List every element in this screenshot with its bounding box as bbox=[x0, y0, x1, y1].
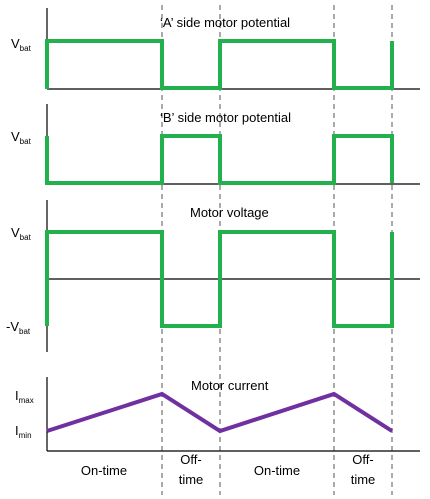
panel-b-ylabel: Vbat bbox=[11, 129, 32, 146]
current-ylabel-min: Imin bbox=[15, 423, 32, 440]
phase-label-off2-line1: Off- bbox=[352, 452, 373, 467]
phase-labels: On-time Off- time On-time Off- time bbox=[81, 452, 375, 487]
voltage-title: Motor voltage bbox=[190, 205, 269, 220]
current-ylabel-max: Imax bbox=[15, 388, 34, 405]
voltage-ylabel-bottom: -Vbat bbox=[6, 319, 31, 336]
panel-motor-voltage: Motor voltage Vbat -Vbat bbox=[6, 200, 420, 352]
phase-label-off2-line2: time bbox=[351, 472, 376, 487]
panel-b-side-potential: ‘B’ side motor potential Vbat bbox=[11, 104, 420, 185]
voltage-waveform bbox=[45, 230, 394, 328]
panel-a-ylabel: Vbat bbox=[11, 36, 32, 53]
phase-label-on1: On-time bbox=[81, 463, 127, 478]
phase-label-off1-line1: Off- bbox=[180, 452, 201, 467]
panel-b-title: ‘B’ side motor potential bbox=[160, 110, 291, 125]
phase-label-off1-line2: time bbox=[179, 472, 204, 487]
panel-a-waveform bbox=[45, 39, 394, 90]
phase-label-on2: On-time bbox=[254, 463, 300, 478]
voltage-ylabel-top: Vbat bbox=[11, 225, 32, 242]
panel-b-waveform bbox=[45, 134, 394, 185]
panel-a-title: ‘A’ side motor potential bbox=[160, 15, 290, 30]
panel-motor-current: Motor current Imax Imin bbox=[15, 377, 420, 452]
panel-a-side-potential: ‘A’ side motor potential Vbat bbox=[11, 8, 420, 90]
current-title: Motor current bbox=[191, 378, 269, 393]
current-waveform bbox=[46, 391, 394, 434]
